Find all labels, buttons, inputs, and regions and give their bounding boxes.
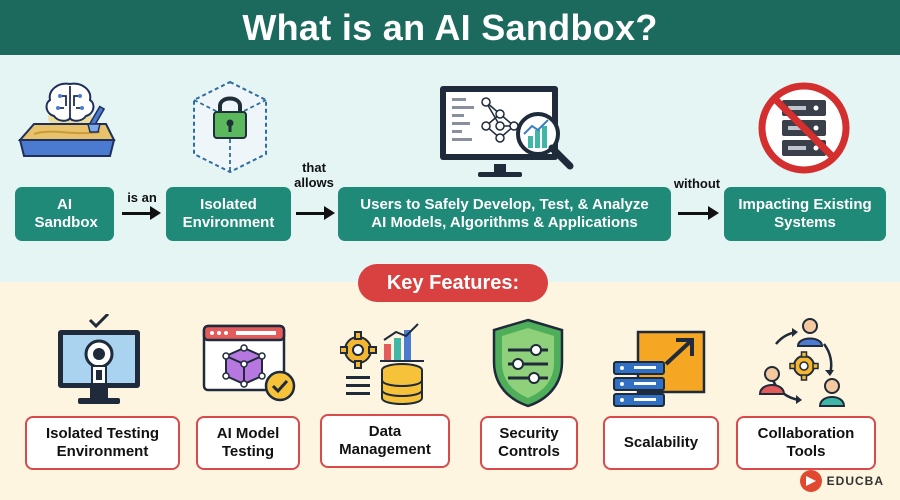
feature-collaboration-tools: Collaboration Tools (736, 416, 876, 470)
feature-scalability: Scalability (603, 416, 719, 470)
monitor-lock-icon (54, 314, 144, 410)
feature-label: Collaboration Tools (757, 425, 855, 460)
connector-that-allows: that allows (294, 160, 334, 190)
feature-label: Security Controls (498, 425, 560, 460)
flow-box-isolated-environment: Isolated Environment (166, 187, 291, 241)
flow-box-isolated-environment-label: Isolated Environment (182, 196, 275, 231)
monitor-neural-analysis-icon (436, 82, 576, 180)
flow-box-users-safely-develop: Users to Safely Develop, Test, & Analyze… (338, 187, 671, 241)
server-expand-icon (612, 328, 708, 410)
feature-label: Data Management (339, 423, 431, 458)
flow-box-ai-sandbox: AI Sandbox (15, 187, 114, 241)
feature-isolated-testing-environment: Isolated Testing Environment (25, 416, 180, 470)
no-server-icon (752, 80, 856, 176)
flow-box-users-line1: Users to Safely Develop, Test, & Analyze (360, 196, 649, 213)
feature-label: AI Model Testing (216, 425, 280, 460)
gear-database-icon (340, 322, 432, 406)
educba-logo-icon (799, 470, 822, 492)
feature-data-management: Data Management (320, 414, 450, 468)
educba-logo: EDUCBA (799, 470, 884, 492)
feature-security-controls: Security Controls (480, 416, 578, 470)
cube-browser-icon (200, 322, 300, 406)
feature-label: Isolated Testing Environment (45, 425, 160, 460)
flow-box-ai-sandbox-label: AI Sandbox (34, 196, 98, 231)
shield-sliders-icon (488, 316, 568, 410)
title-banner: What is an AI Sandbox? (0, 0, 900, 55)
arrow-1 (122, 206, 161, 220)
brain-sandbox-icon (14, 78, 120, 170)
arrow-2 (296, 206, 335, 220)
key-features-heading: Key Features: (358, 264, 548, 302)
brand-name: EDUCBA (826, 474, 884, 488)
padlock-box-icon (188, 78, 272, 178)
connector-is-an: is an (127, 190, 157, 205)
connector-without: without (673, 176, 721, 191)
flow-box-impacting-label: Impacting Existing Systems (738, 196, 872, 231)
page-title: What is an AI Sandbox? (242, 6, 658, 48)
team-cycle-icon (750, 316, 850, 412)
arrow-3 (678, 206, 719, 220)
flow-box-impacting-existing-systems: Impacting Existing Systems (724, 187, 886, 241)
flow-box-users-line2: AI Models, Algorithms & Applications (371, 214, 638, 231)
feature-label: Scalability (623, 434, 699, 451)
feature-ai-model-testing: AI Model Testing (196, 416, 300, 470)
